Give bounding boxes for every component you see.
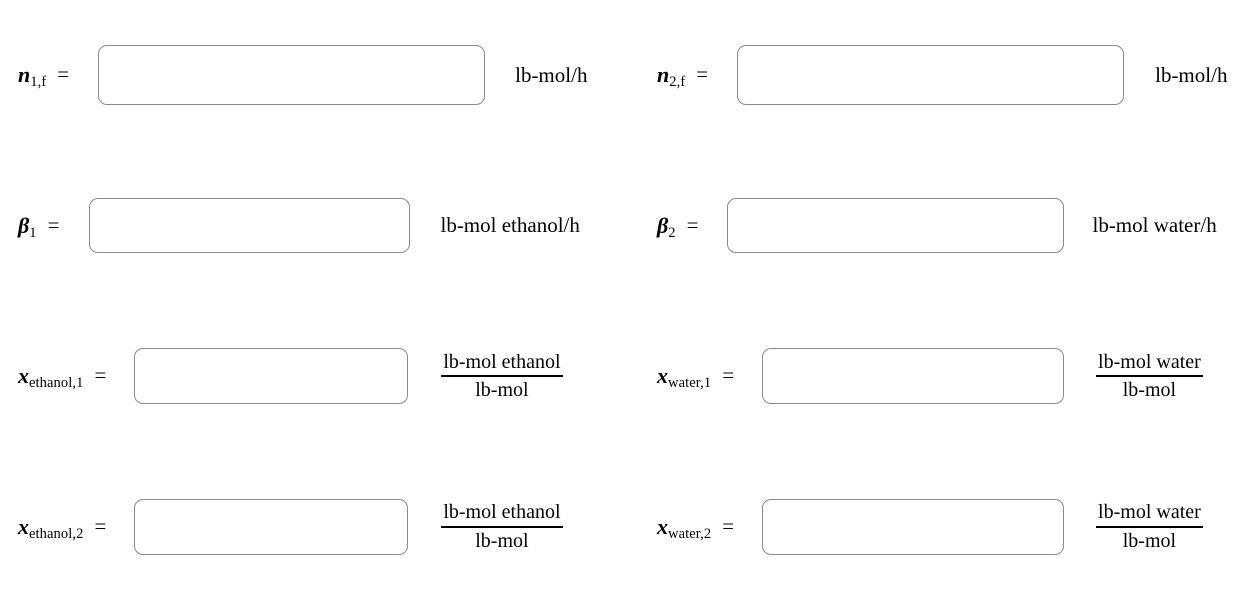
equals-sign: =	[94, 363, 107, 388]
equals-sign: =	[722, 363, 735, 388]
variable-symbol: x	[18, 363, 29, 389]
variable-subscript: 2	[668, 224, 676, 241]
variable-subscript: ethanol,1	[29, 375, 84, 392]
variable-symbol: x	[657, 513, 668, 539]
unit-fraction-x-water-2: lb-mol water lb-mol	[1096, 501, 1203, 552]
unit-numerator: lb-mol ethanol	[443, 350, 561, 373]
unit-denominator: lb-mol	[475, 379, 529, 402]
variable-symbol: β	[657, 212, 669, 238]
answer-input-x-ethanol-1[interactable]	[134, 348, 409, 405]
equals-sign: =	[686, 212, 699, 237]
unit-numerator: lb-mol water	[1098, 501, 1201, 524]
fraction-rule	[441, 525, 563, 528]
answer-input-beta2[interactable]	[727, 198, 1065, 254]
equals-sign: =	[94, 513, 107, 538]
equals-sign: =	[722, 513, 735, 538]
variable-symbol: β	[18, 212, 30, 238]
variable-subscript: water,2	[668, 525, 712, 542]
unit-numerator: lb-mol water	[1098, 350, 1201, 373]
equals-sign: =	[696, 62, 709, 87]
unit-denominator: lb-mol	[1122, 529, 1177, 552]
answer-input-n1f[interactable]	[98, 45, 486, 106]
equals-sign: =	[57, 62, 70, 87]
variable-symbol: x	[657, 363, 668, 389]
unit-label-n1f: lb-mol/h	[515, 62, 588, 87]
answer-input-n2f[interactable]	[737, 45, 1125, 106]
unit-fraction-x-ethanol-1: lb-mol ethanol lb-mol	[441, 350, 563, 402]
variable-subscript: 1	[29, 224, 37, 241]
unit-label-beta2: lb-mol water/h	[1092, 213, 1217, 238]
answer-input-beta1[interactable]	[89, 198, 411, 254]
unit-label-beta1: lb-mol ethanol/h	[440, 213, 580, 238]
answer-input-x-ethanol-2[interactable]	[134, 498, 409, 555]
fraction-rule	[1096, 525, 1203, 528]
unit-numerator: lb-mol ethanol	[443, 501, 561, 524]
fraction-rule	[1096, 375, 1203, 378]
unit-fraction-x-water-1: lb-mol water lb-mol	[1096, 351, 1203, 402]
unit-denominator: lb-mol	[475, 529, 529, 552]
unit-fraction-x-ethanol-2: lb-mol ethanol lb-mol	[441, 501, 563, 552]
variable-symbol: n	[657, 62, 670, 88]
unit-denominator: lb-mol	[1122, 379, 1177, 402]
variable-subscript: 2,f	[669, 74, 686, 91]
answer-input-x-water-2[interactable]	[762, 498, 1065, 555]
variable-subscript: ethanol,2	[29, 525, 84, 542]
fraction-rule	[441, 375, 563, 378]
variable-subscript: water,1	[668, 375, 712, 392]
answer-input-x-water-1[interactable]	[762, 348, 1065, 405]
unit-label-n2f: lb-mol/h	[1155, 62, 1228, 87]
variable-subscript: 1,f	[30, 74, 47, 91]
variable-symbol: n	[18, 62, 31, 88]
equals-sign: =	[47, 212, 60, 237]
variable-symbol: x	[18, 513, 29, 539]
